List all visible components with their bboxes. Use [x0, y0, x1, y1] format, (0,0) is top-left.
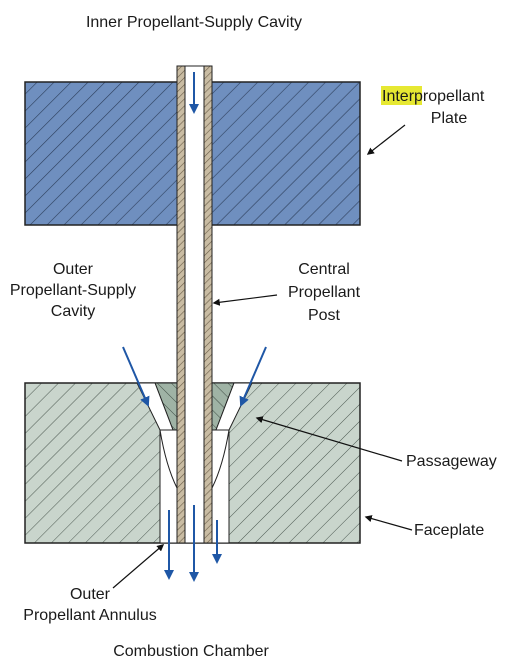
- label-outer-cavity-2: Propellant-Supply: [10, 282, 136, 299]
- central-post-wall-right: [203, 65, 213, 544]
- highlight-inter: [381, 86, 422, 105]
- label-plate-line2: Plate: [431, 110, 468, 127]
- leader-plate: [366, 124, 406, 155]
- label-combustion-chamber: Combustion Chamber: [113, 643, 269, 660]
- outer-annulus-right: [211, 429, 230, 544]
- label-post-2: Propellant: [288, 284, 361, 301]
- label-annulus-1: Outer: [70, 586, 111, 603]
- central-post-bore: [184, 65, 205, 544]
- central-post-wall-left: [176, 65, 186, 544]
- flow-arrow-outer-left: [122, 346, 150, 407]
- flow-arrow-outer-right: [239, 346, 267, 407]
- label-post-1: Central: [298, 261, 350, 278]
- label-annulus-2: Propellant Annulus: [23, 607, 156, 624]
- leader-post: [212, 294, 278, 306]
- leader-annulus: [112, 544, 165, 589]
- label-post-3: Post: [308, 307, 341, 324]
- leader-passageway: [255, 416, 403, 462]
- label-inner-cavity: Inner Propellant-Supply Cavity: [86, 14, 302, 31]
- label-outer-cavity-3: Cavity: [51, 303, 95, 320]
- label-interpropellant-plate: Interpropellant: [382, 88, 485, 105]
- label-passageway: Passageway: [406, 453, 497, 470]
- label-faceplate: Faceplate: [414, 522, 484, 539]
- label-outer-cavity-1: Outer: [53, 261, 94, 278]
- leader-faceplate: [364, 515, 413, 531]
